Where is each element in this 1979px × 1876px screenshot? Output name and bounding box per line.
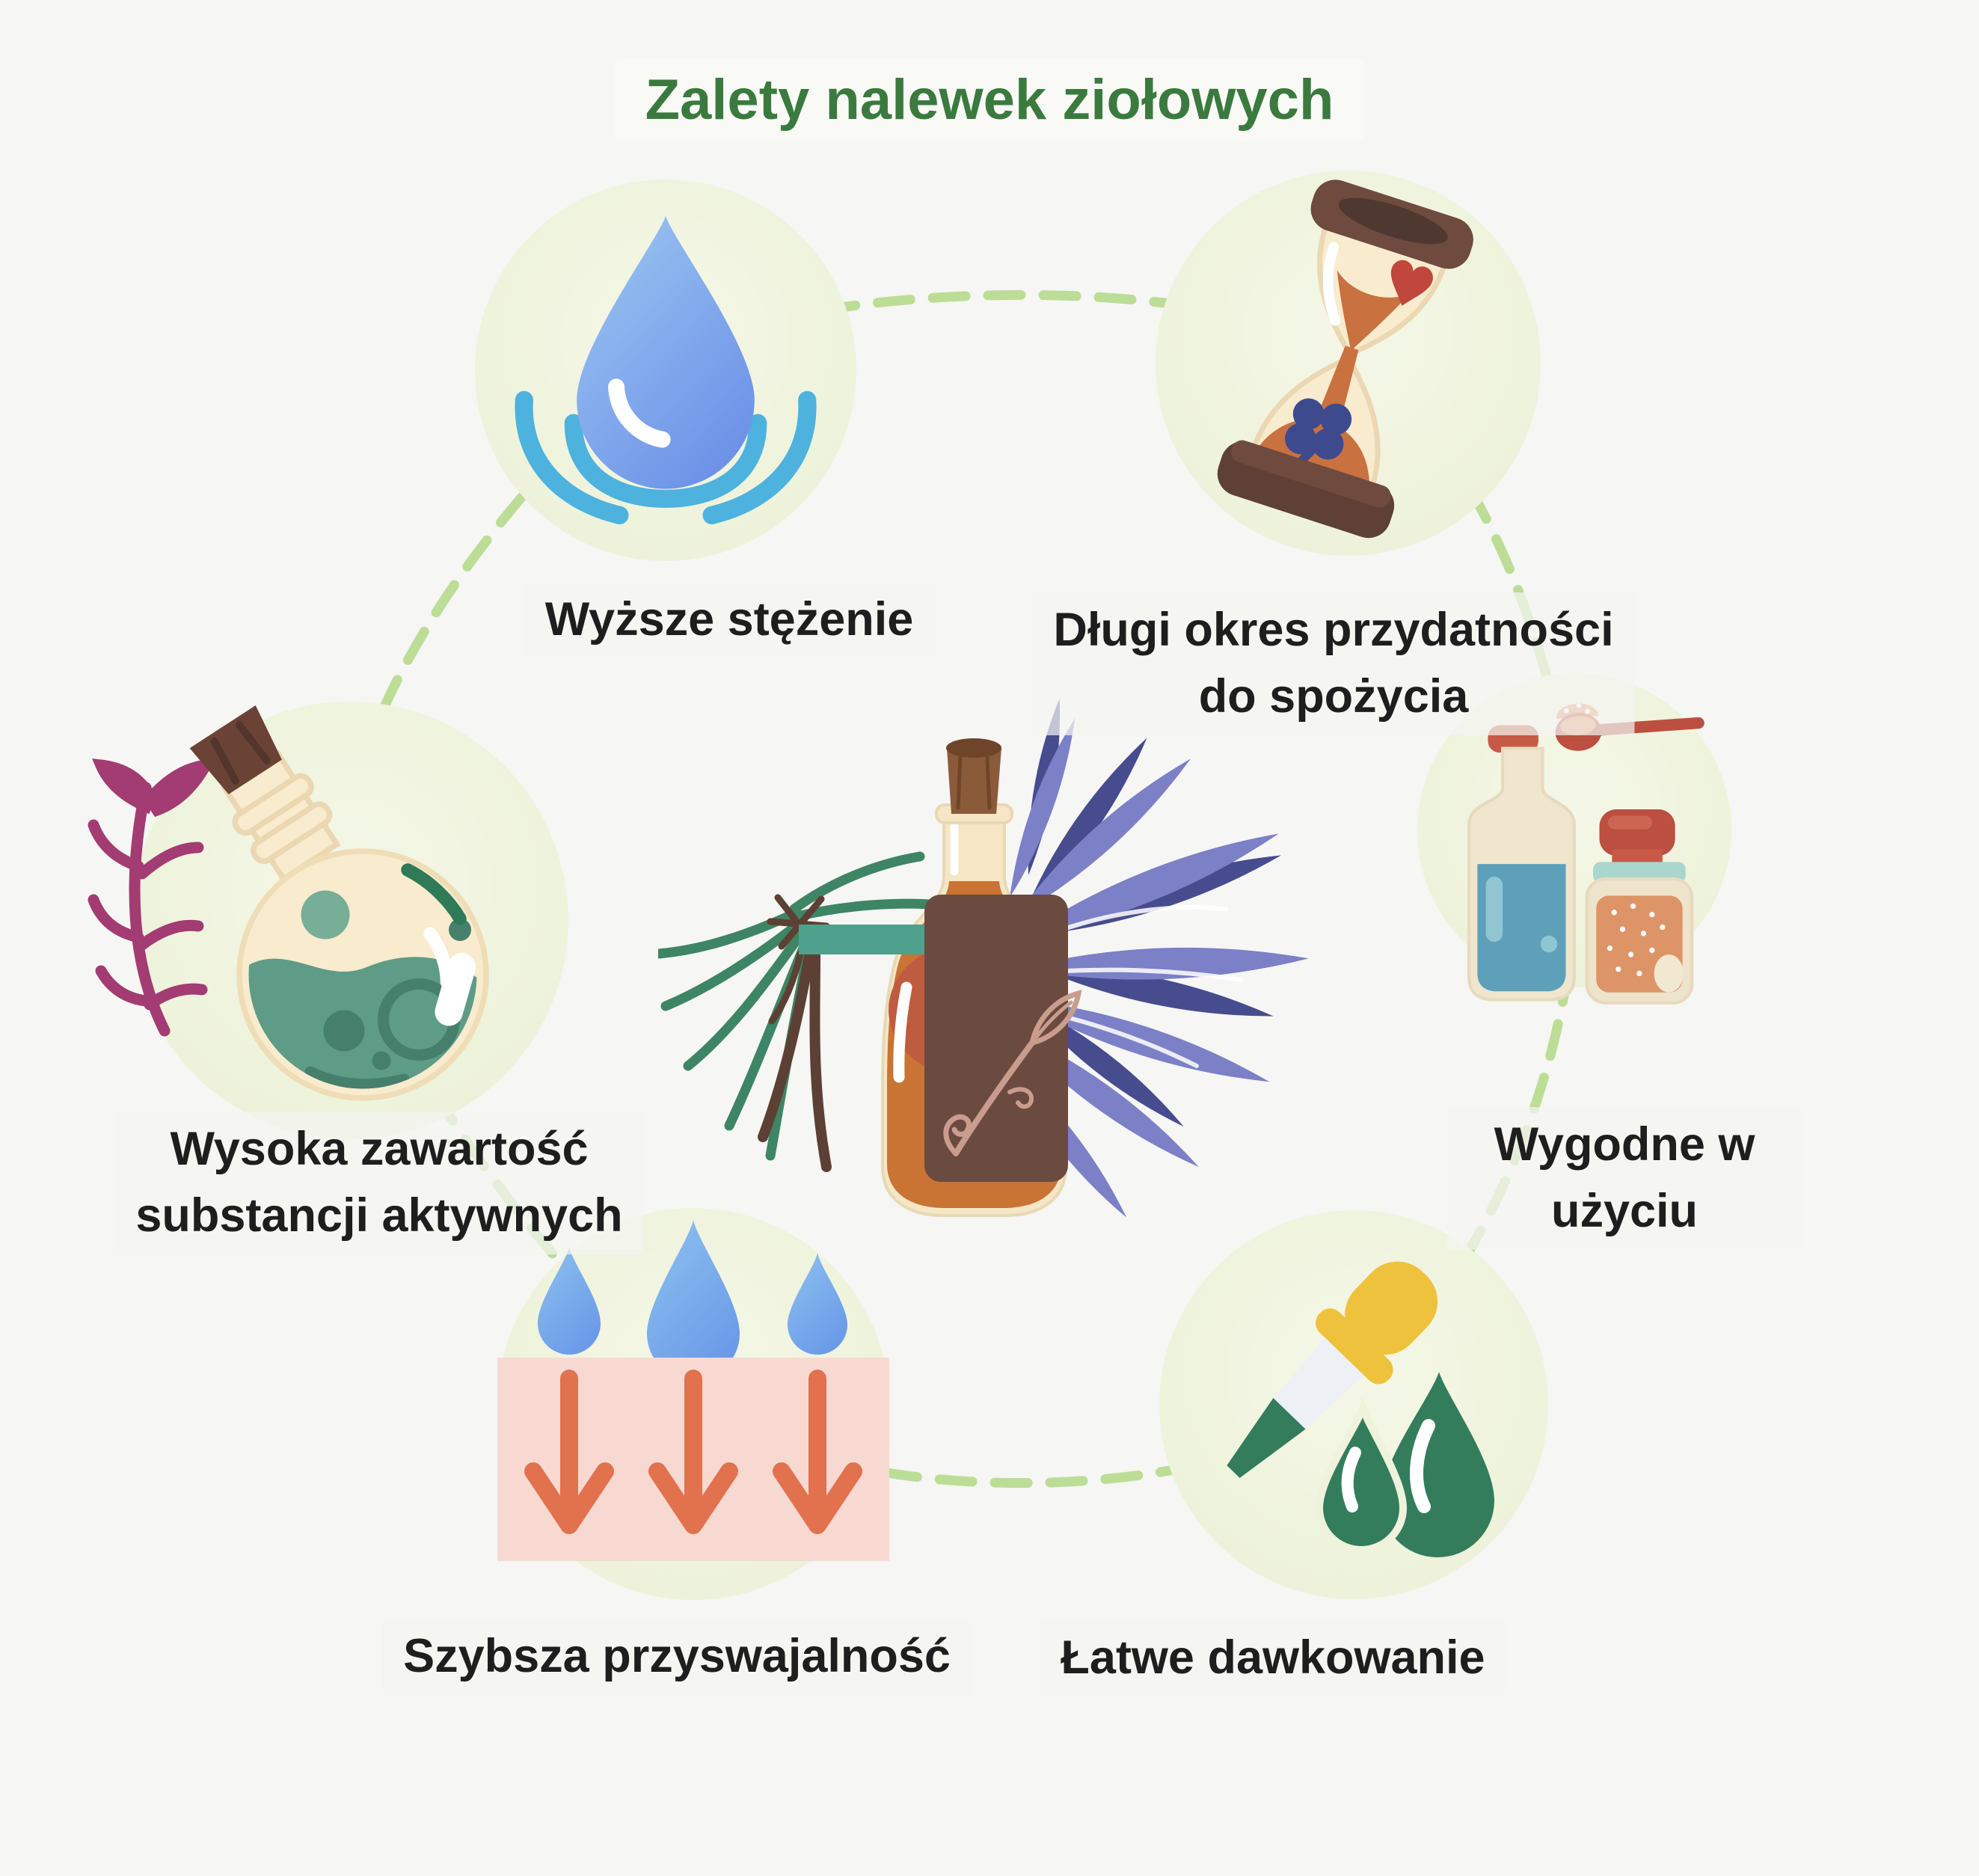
- page-title: Zalety nalewek ziołowych: [615, 58, 1364, 141]
- water-drop-ripples-icon: [515, 215, 817, 524]
- benefit-label-szybsza-przyswajalnosc: Szybsza przyswajalność: [382, 1619, 972, 1695]
- round-flask-herb-branch-icon: [88, 705, 489, 1101]
- benefit-circle-latwe-dawkowanie: [1159, 1210, 1548, 1599]
- benefit-circle-wysoka-zawartosc: [88, 702, 568, 1139]
- benefit-label-dlugi-okres: Długi okres przydatności do spożycia: [1032, 592, 1635, 735]
- benefit-circle-dlugi-okres: [1156, 171, 1541, 556]
- benefit-label-wygodne-w-uzyciu: Wygodne w użyciu: [1447, 1107, 1802, 1250]
- tincture-bottle-illustration: [658, 698, 1309, 1218]
- hourglass-icon: [1217, 180, 1473, 539]
- benefit-label-wyzsze-stezenie: Wyższe stężenie: [524, 582, 935, 658]
- pipette-green-drops-icon: [1227, 1261, 1494, 1557]
- bottle-jar-spoon-icon: [1467, 702, 1705, 1005]
- benefit-label-latwe-dawkowanie: Łatwe dawkowanie: [1040, 1620, 1506, 1696]
- benefit-circle-szybsza-przyswajalnosc: [497, 1208, 889, 1600]
- benefit-circle-wyzsze-stezenie: [475, 180, 856, 561]
- benefit-label-wysoka-zawartosc: Wysoka zawartość substancji aktywnych: [114, 1112, 644, 1254]
- drops-absorption-arrows-icon: [497, 1220, 889, 1561]
